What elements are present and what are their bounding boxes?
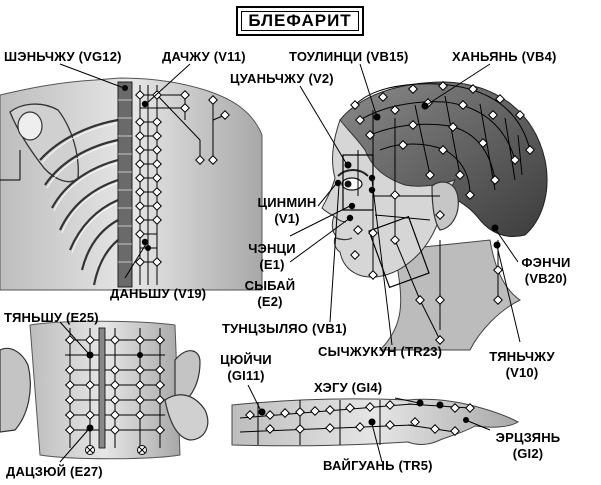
head-figure — [289, 63, 548, 351]
abdomen-figure — [0, 320, 209, 463]
label-v19: ДАНЬШУ (V19) — [110, 286, 207, 301]
label-gi11-code: (GI11) — [227, 368, 265, 383]
label-vb1: ТУНЦЗЫЛЯО (VB1) — [222, 321, 347, 336]
label-vb15: ТОУЛИНЦИ (VB15) — [289, 49, 409, 64]
label-e1-code: (E1) — [259, 257, 285, 272]
label-e1-name: ЧЭНЦИ — [248, 241, 296, 256]
label-v10-code: (V10) — [505, 365, 539, 380]
label-vb4: ХАНЬЯНЬ (VB4) — [452, 49, 557, 64]
back-figure — [0, 63, 263, 291]
label-e2-name: СЫБАЙ — [244, 278, 296, 293]
label-gi2-name: ЭРЦЗЯНЬ — [495, 430, 561, 445]
label-tr5: ВАЙГУАНЬ (TR5) — [323, 458, 433, 473]
label-tr23: СЫЧЖУКУН (TR23) — [318, 344, 443, 359]
label-gi11-name: ЦЮЙЧИ — [220, 352, 272, 367]
label-v11: ДАЧЖУ (V11) — [162, 49, 246, 64]
arm-figure — [231, 384, 520, 463]
title-frame: БЛЕФАРИТ — [236, 6, 364, 36]
label-gi2-code: (GI2) — [512, 446, 544, 461]
label-e25: ТЯНЬШУ (E25) — [4, 310, 99, 325]
label-vg12: ШЭНЬЧЖУ (VG12) — [4, 49, 122, 64]
diagram-title: БЛЕФАРИТ — [241, 11, 359, 31]
label-e27: ДАЦЗЮЙ (E27) — [6, 464, 103, 479]
label-v1-code: (V1) — [274, 211, 300, 226]
label-v2: ЦУАНЬЧЖУ (V2) — [230, 71, 334, 86]
label-e2-code: (E2) — [257, 294, 283, 309]
label-v10-name: ТЯНЬЧЖУ — [489, 349, 555, 364]
label-v1-name: ЦИНМИН — [257, 195, 317, 210]
label-gi4: ХЭГУ (GI4) — [314, 380, 383, 395]
label-vb20-name: ФЭНЧИ — [521, 255, 571, 270]
label-vb20-code: (VB20) — [524, 271, 568, 286]
